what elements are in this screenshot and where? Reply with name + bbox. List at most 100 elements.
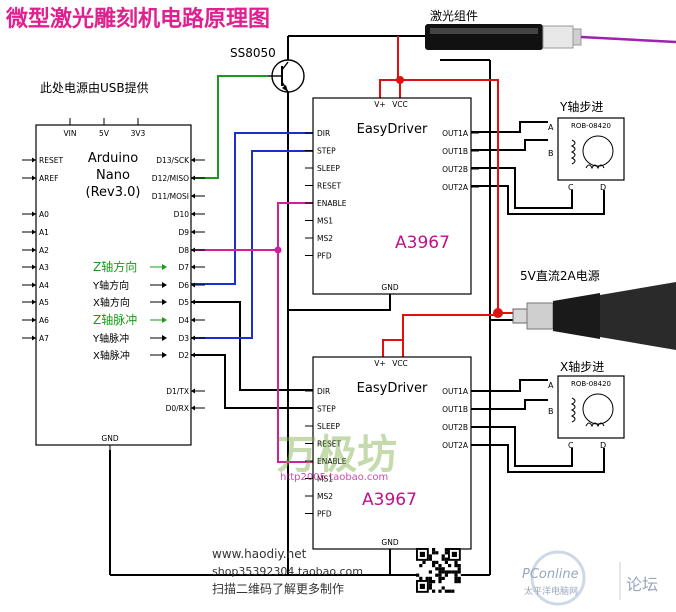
arduino-pin-3v3: 3V3 (131, 129, 146, 138)
drv1-pin-step: STEP (317, 147, 336, 156)
arduino-pin-d7: D7 (178, 263, 189, 272)
arduino-pin-d13-sck: D13/SCK (156, 156, 190, 165)
drv1-pin-out1b: OUT1B (442, 147, 468, 156)
arduino-pin-d8: D8 (178, 246, 189, 255)
signal-label-2: X轴方向 (93, 296, 130, 309)
laser-beam (580, 35, 676, 44)
drv2-pin-out2b: OUT2B (442, 423, 468, 432)
drv1-pin-ms1: MS1 (317, 217, 333, 226)
signal-label-4: Y轴脉冲 (92, 332, 129, 345)
arduino-pin-a4: A4 (39, 281, 49, 290)
website-text: www.haodiy.net (212, 547, 307, 561)
motor-y-pin-a: A (548, 123, 554, 132)
signal-label-1: Y轴方向 (92, 279, 129, 292)
drv2-pin-ms1: MS1 (317, 475, 333, 484)
drv1-pin-sleep: SLEEP (317, 164, 340, 173)
drv1-pin-out1a: OUT1A (442, 129, 469, 138)
motor-y-pin-d: D (600, 183, 606, 192)
pconline-sub: 太平洋电脑网 (524, 585, 578, 597)
power-supply-label: 5V直流2A电源 (520, 269, 600, 283)
arduino-pin-5v: 5V (99, 129, 110, 138)
motor-y-model: ROB-08420 (571, 122, 611, 130)
drv2-pin-step: STEP (317, 405, 336, 414)
arduino-pin-a0: A0 (39, 210, 49, 219)
motor-x-pin-a: A (548, 381, 554, 390)
arduino-pin-d2: D2 (178, 351, 189, 360)
arduino-pin-a6: A6 (39, 316, 49, 325)
x-motor-title: X轴步进 (560, 359, 604, 374)
y-stepper-motor: ROB-08420 A B C D (548, 117, 625, 192)
drv2-pin-v: V+ (374, 359, 385, 368)
drv2-pin-out1b: OUT1B (442, 405, 468, 414)
watermark-url: http2005.taobao.com (280, 472, 388, 483)
drv1-pin-enable: ENABLE (317, 199, 347, 208)
arduino-pin-d4: D4 (178, 316, 189, 325)
arduino-pin-d9: D9 (178, 228, 189, 237)
dc-jack-icon (512, 282, 676, 350)
laser-module-icon (425, 24, 582, 50)
x-stepper-motor: ROB-08420 A B C D (548, 375, 625, 450)
arduino-pin-a2: A2 (39, 246, 49, 255)
drv1-pin-out2a: OUT2A (442, 183, 469, 192)
easydriver-y: EasyDriver A3967 V+ VCC DIR STEP SLEEP RESET… (305, 97, 479, 295)
arduino-pin-d0-rx: D0/RX (166, 404, 189, 413)
arduino-pin-reset: RESET (39, 156, 63, 165)
drv2-pin-enable: ENABLE (317, 457, 347, 466)
scan-text: 扫描二维码了解更多制作 (212, 582, 344, 596)
motor-y-pin-b: B (548, 149, 554, 158)
diagram-title: 微型激光雕刻机电路原理图 (5, 6, 270, 32)
drv2-pin-out2a: OUT2A (442, 441, 469, 450)
arduino-pin-vin: VIN (64, 129, 77, 138)
motor-x-pin-d: D (600, 441, 606, 450)
easydriver-x: EasyDriver A3967 V+VCC DIRSTEPSLEEPRESET… (305, 356, 479, 550)
arduino-pin-d5: D5 (178, 298, 189, 307)
arduino-pin-a5: A5 (39, 298, 49, 307)
pconline-brand: PConline (522, 567, 579, 582)
motor-y-pin-c: C (568, 183, 574, 192)
usb-power-label: 此处电源由USB提供 (40, 80, 149, 95)
easydriver-y-title: EasyDriver (357, 122, 428, 137)
drv2-pin-pfd: PFD (317, 510, 332, 519)
drv1-pin-v: V+ (374, 100, 385, 109)
transistor-icon (268, 59, 305, 93)
motor-x-pin-c: C (568, 441, 574, 450)
arduino-title-line-3: (Rev3.0) (86, 185, 141, 200)
drv1-pin-dir: DIR (317, 129, 330, 138)
drv1-pin-vcc: VCC (392, 100, 408, 109)
drv2-pin-sleep: SLEEP (317, 422, 340, 431)
drv1-pin-reset: RESET (317, 182, 341, 191)
transistor-label: SS8050 (230, 46, 276, 60)
arduino-pin-d12-miso: D12/MISO (152, 174, 189, 183)
arduino-pin-d1-tx: D1/TX (166, 387, 189, 396)
drv2-pin-out1a: OUT1A (442, 387, 469, 396)
drv2-pin-reset: RESET (317, 440, 341, 449)
arduino-title-line-1: Arduino (88, 151, 138, 166)
easydriver-y-gnd: GND (381, 283, 398, 292)
arduino-pin-a3: A3 (39, 263, 49, 272)
motor-x-model: ROB-08420 (571, 380, 611, 388)
shop-text: shop35392304.taobao.com (212, 565, 363, 578)
arduino-pin-a7: A7 (39, 334, 49, 343)
easydriver-x-chip: A3967 (362, 490, 417, 510)
arduino-pin-a1: A1 (39, 228, 49, 237)
arduino-pin-d10: D10 (174, 210, 190, 219)
arduino-pin-d11-mosi: D11/MOSI (152, 192, 189, 201)
arduino-pin-d6: D6 (178, 281, 189, 290)
drv2-pin-ms2: MS2 (317, 492, 333, 501)
easydriver-y-chip: A3967 (395, 233, 450, 253)
pconline-forum: 论坛 (626, 575, 658, 594)
easydriver-x-gnd: GND (381, 538, 398, 547)
motor-x-pin-b: B (548, 407, 554, 416)
qr-code-icon (416, 548, 461, 593)
drv1-pin-pfd: PFD (317, 252, 332, 261)
pconline-logo: PConline 太平洋电脑网 论坛 (522, 550, 658, 606)
arduino-pin-gnd: GND (101, 434, 118, 443)
easydriver-x-title: EasyDriver (357, 381, 428, 396)
laser-label: 激光组件 (430, 9, 478, 23)
signal-label-0: Z轴方向 (93, 259, 137, 274)
watermark-brand: 万极坊 (277, 432, 397, 478)
drv1-pin-ms2: MS2 (317, 234, 333, 243)
